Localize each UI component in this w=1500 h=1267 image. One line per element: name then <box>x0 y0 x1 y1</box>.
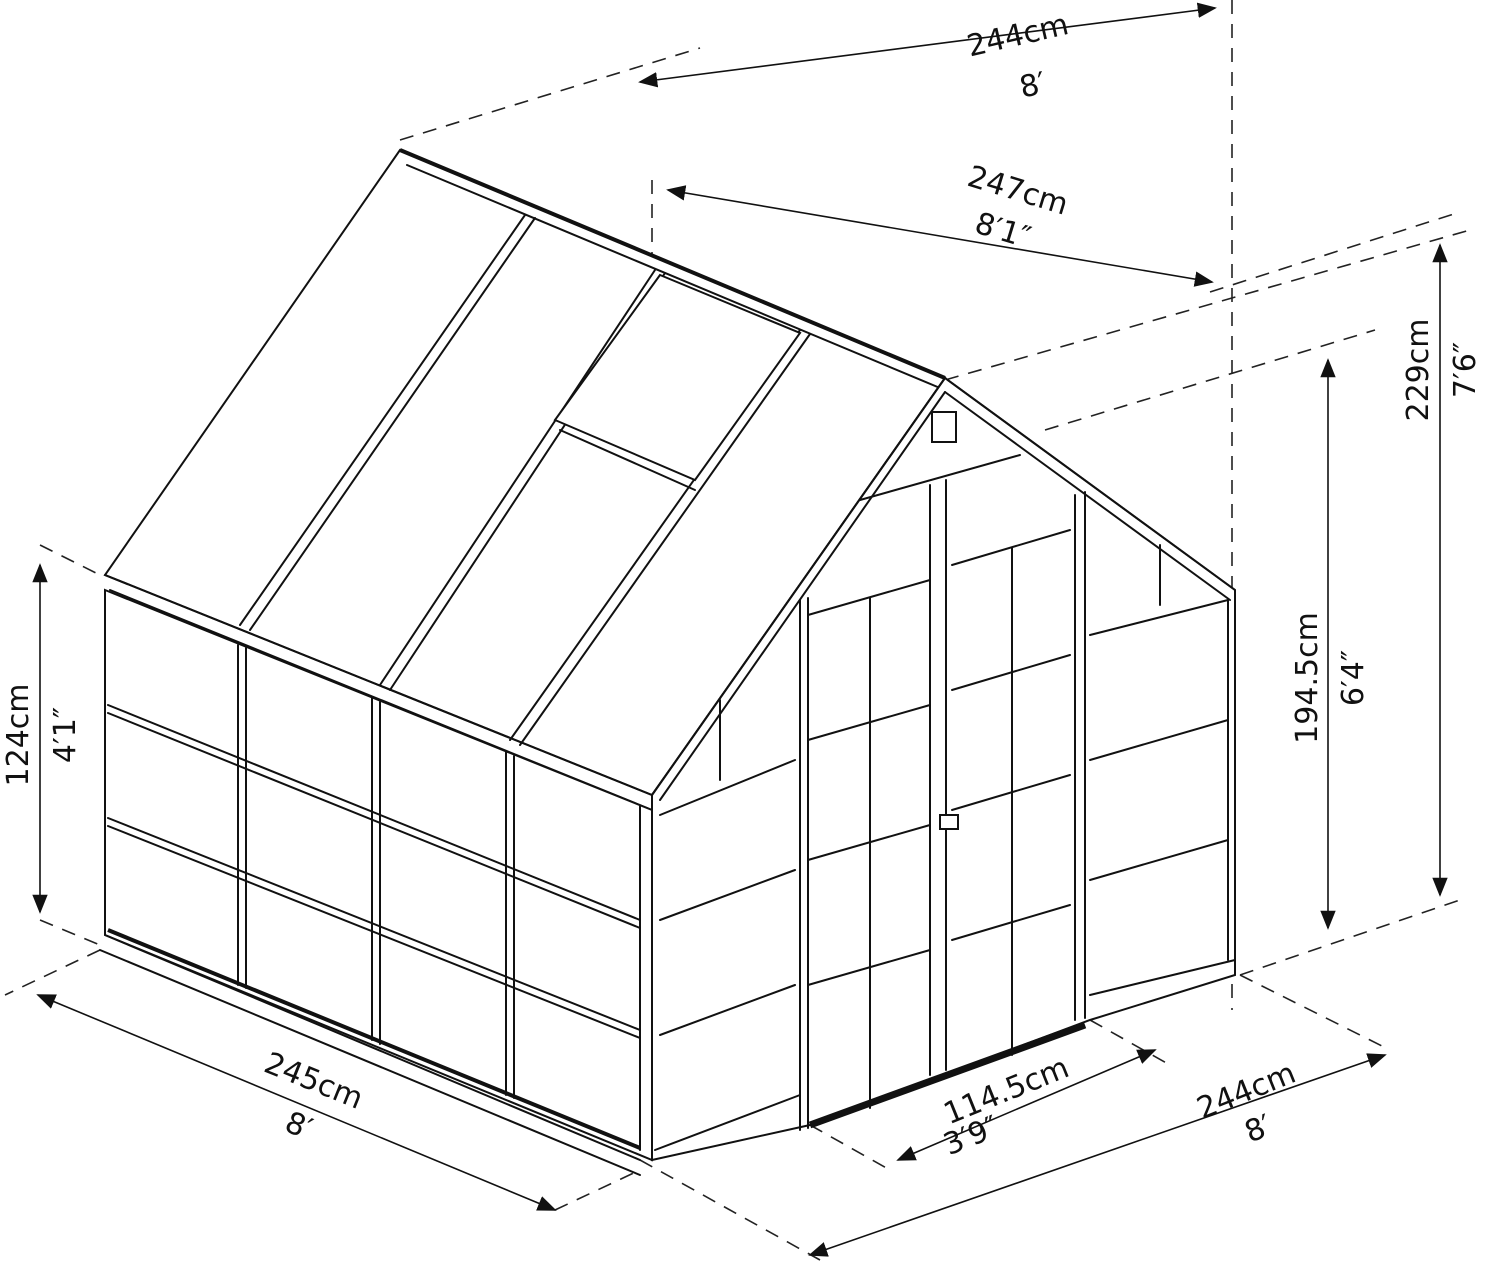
label-side-length-metric: 245cm <box>259 1046 368 1117</box>
label-side-length-imperial: 8′ <box>280 1105 317 1147</box>
label-roof-depth-metric: 244cm <box>964 7 1072 64</box>
label-total-height-metric: 229cm <box>1401 319 1436 422</box>
label-total-height-imperial: 7′6″ <box>1448 342 1483 398</box>
roof-vent-window <box>553 273 802 482</box>
label-eave-height-imperial: 6′4″ <box>1336 650 1371 706</box>
label-front-width-imperial: 8′ <box>1240 1108 1277 1150</box>
gable-vent <box>931 411 957 443</box>
dim-front-width-arrow <box>808 1053 1387 1257</box>
label-side-height-imperial: 4′1″ <box>48 707 83 763</box>
label-eave-height-metric: 194.5cm <box>1290 612 1325 744</box>
label-gable-width-imperial: 8′1″ <box>971 206 1035 256</box>
label-side-height-metric: 124cm <box>1 684 36 787</box>
label-roof-depth-imperial: 8′ <box>1016 66 1049 106</box>
dim-side-length-arrow <box>36 994 557 1211</box>
dim-gable-width-arrow <box>666 185 1214 287</box>
door-handle <box>939 814 959 830</box>
dim-roof-depth-arrow <box>638 2 1217 88</box>
dimension-lines <box>32 2 1448 1257</box>
